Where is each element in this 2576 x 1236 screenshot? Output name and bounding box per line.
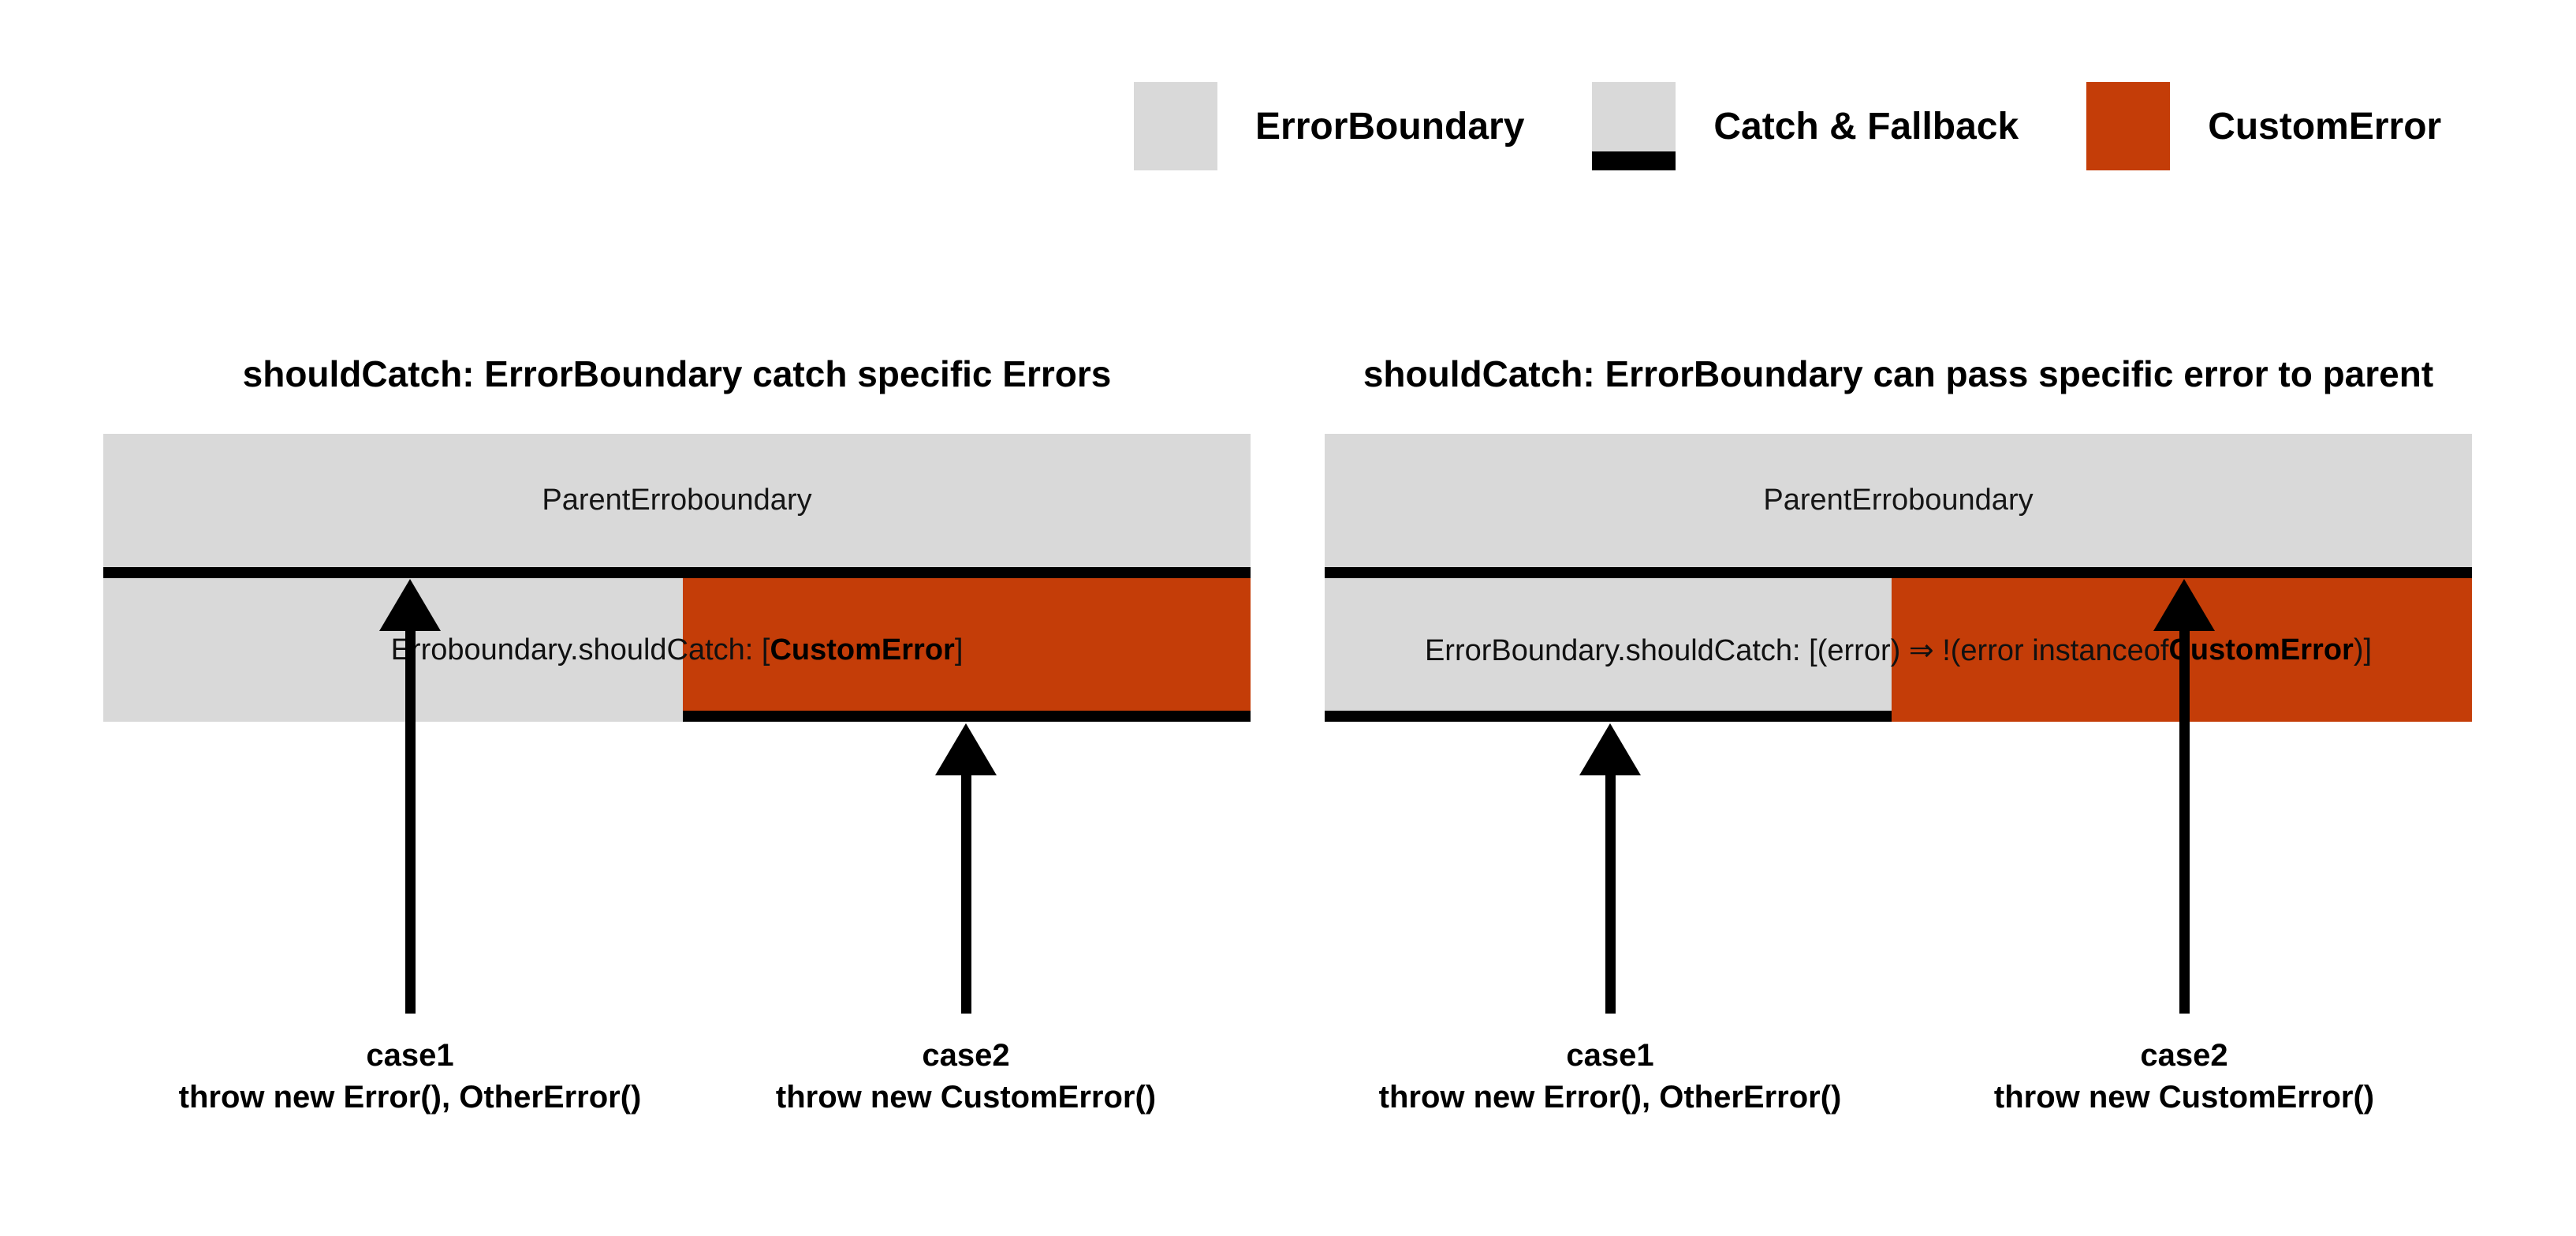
child-shouldcatch-label: Erroboundary.shouldCatch: [CustomError] — [103, 578, 1251, 722]
arrow-shaft — [2179, 628, 2190, 1014]
arrow-shaft — [405, 628, 416, 1014]
arrow-shaft — [961, 772, 971, 1014]
errorboundary-swatch-icon — [1134, 82, 1217, 170]
legend-item-catch-fallback: Catch & Fallback — [1592, 82, 2019, 170]
shouldcatch-text: Erroboundary.shouldCatch: [ — [390, 633, 770, 667]
case-detail: throw new Error(), OtherError() — [1378, 1080, 1842, 1115]
child-shouldcatch-label: ErrorBoundary.shouldCatch: [(error) ⇒ !(… — [1325, 578, 2472, 722]
child-bar-catch-region — [682, 578, 1251, 722]
legend: ErrorBoundary Catch & Fallback CustomErr… — [1134, 82, 2441, 170]
shouldcatch-suffix-text: ] — [954, 633, 964, 667]
shouldcatch-bold-text: CustomError — [770, 633, 955, 667]
case1-label: case1 throw new Error(), OtherError() — [1310, 1035, 1910, 1118]
customerror-swatch-icon — [2086, 82, 2171, 170]
legend-label-catch-fallback: Catch & Fallback — [1713, 105, 2019, 147]
diagram-title: shouldCatch: ErrorBoundary catch specifi… — [242, 353, 1112, 394]
arrow-head — [935, 723, 997, 775]
shouldcatch-bold-text: CustomError — [2168, 633, 2354, 667]
legend-label-customerror: CustomError — [2208, 105, 2442, 147]
case2-label: case2 throw new CustomError() — [666, 1035, 1266, 1118]
parent-errorboundary-bar: ParentErroboundary — [1325, 434, 2472, 578]
case2-label: case2 throw new CustomError() — [1884, 1035, 2484, 1118]
case1-label: case1 throw new Error(), OtherError() — [110, 1035, 710, 1118]
diagram-pass-error-to-parent: shouldCatch: ErrorBoundary can pass spec… — [1325, 0, 2472, 1236]
parent-errorboundary-label: ParentErroboundary — [542, 484, 812, 517]
case-name: case2 — [2140, 1038, 2228, 1073]
case-name: case2 — [922, 1038, 1010, 1073]
arrow-head — [2153, 579, 2215, 631]
diagram-title: shouldCatch: ErrorBoundary can pass spec… — [1363, 353, 2434, 394]
parent-errorboundary-bar: ParentErroboundary — [103, 434, 1251, 578]
legend-label-errorboundary: ErrorBoundary — [1255, 105, 1525, 147]
legend-item-errorboundary: ErrorBoundary — [1134, 82, 1524, 170]
arrow-head — [1579, 723, 1641, 775]
case-detail: throw new CustomError() — [1993, 1080, 2375, 1115]
case-name: case1 — [366, 1038, 454, 1073]
shouldcatch-text: ErrorBoundary.shouldCatch: [(error) ⇒ !(… — [1424, 633, 2169, 667]
legend-item-customerror: CustomError — [2086, 82, 2441, 170]
diagram-catch-specific-errors: shouldCatch: ErrorBoundary catch specifi… — [103, 0, 1251, 1236]
child-errorboundary-bar — [103, 578, 1251, 722]
shouldcatch-suffix-text: )] — [2353, 633, 2373, 667]
child-bar-catch-region — [1325, 578, 1892, 722]
arrow-shaft — [1605, 772, 1616, 1014]
case-detail: throw new Error(), OtherError() — [178, 1080, 642, 1115]
arrow-head — [379, 579, 441, 631]
case-name: case1 — [1566, 1038, 1654, 1073]
case-detail: throw new CustomError() — [775, 1080, 1157, 1115]
catch-fallback-swatch-icon — [1592, 82, 1676, 170]
parent-errorboundary-label: ParentErroboundary — [1763, 484, 2034, 517]
